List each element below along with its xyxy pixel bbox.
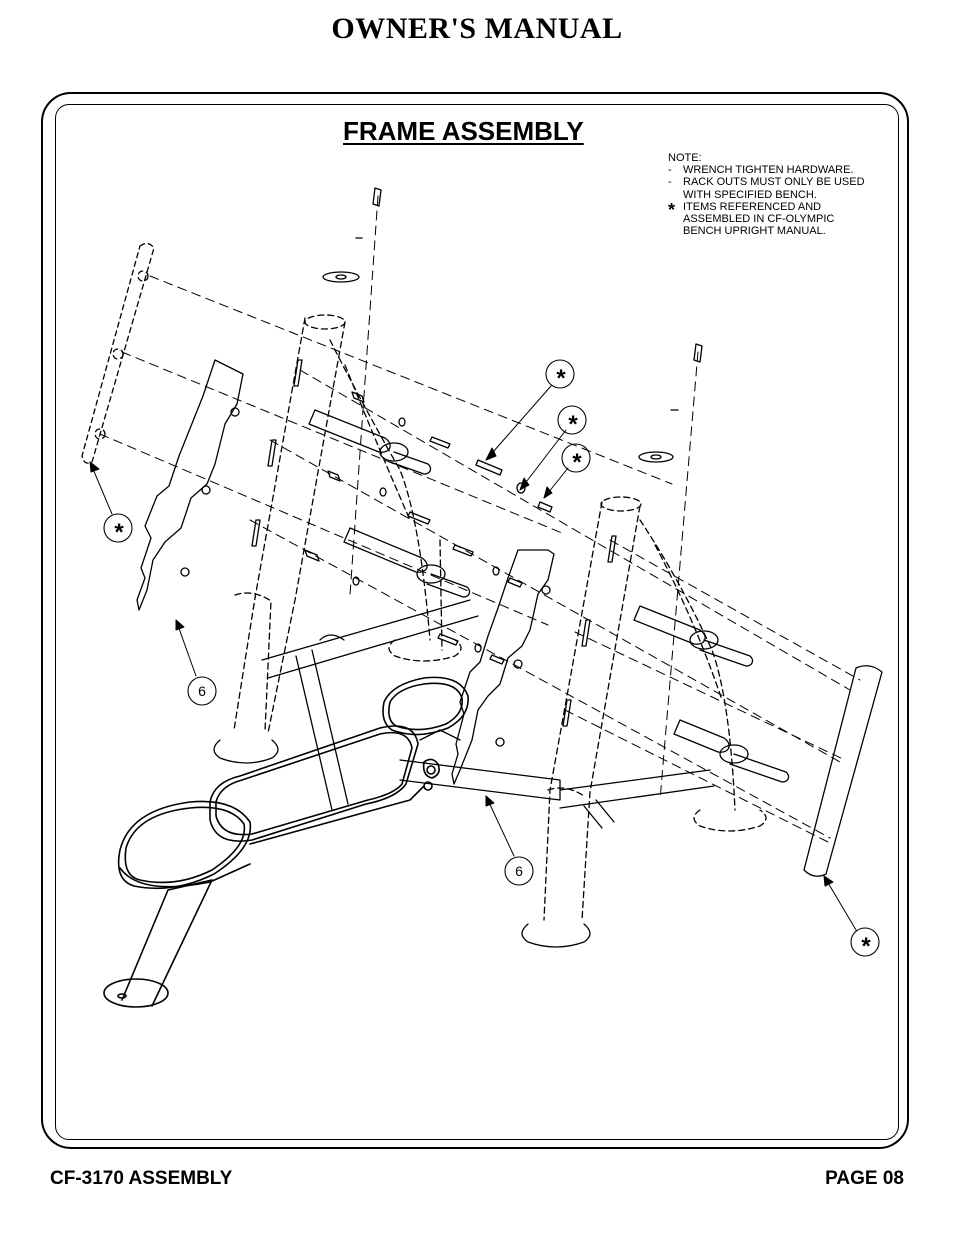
right-upright xyxy=(543,496,767,921)
base-frame xyxy=(261,599,715,829)
callout-star: * xyxy=(114,519,124,546)
callout-star: * xyxy=(556,365,566,392)
page-frame-outer xyxy=(41,92,909,1149)
note-bullet: - xyxy=(668,176,672,189)
right-rack-out-plate xyxy=(451,549,555,785)
bench xyxy=(103,676,469,1008)
callout-part-6: 6 xyxy=(198,683,206,699)
left-upright-foot xyxy=(213,739,279,764)
top-bolt-right xyxy=(638,343,703,463)
right-front-pad xyxy=(803,665,883,877)
callout-leaders xyxy=(89,385,857,931)
note-line: WITH SPECIFIED BENCH. xyxy=(683,188,817,201)
section-title: FRAME ASSEMBLY xyxy=(343,116,584,146)
note-asterisk: * xyxy=(668,199,676,220)
note-heading: NOTE: xyxy=(668,152,702,164)
left-weight-horns xyxy=(308,409,471,598)
assembly-note: NOTE: - WRENCH TIGHTEN HARDWARE. - RACK … xyxy=(668,152,865,237)
callout-star: * xyxy=(572,449,582,476)
mount-slots xyxy=(251,359,617,727)
document-title: OWNER'S MANUAL xyxy=(331,12,623,45)
rack-out-hole xyxy=(230,407,240,417)
note-line: RACK OUTS MUST ONLY BE USED xyxy=(683,176,865,189)
top-bolt-left xyxy=(322,187,382,283)
note-item: - WRENCH TIGHTEN HARDWARE. xyxy=(668,164,865,176)
note-item: * ITEMS REFERENCED AND xyxy=(668,199,865,220)
left-front-pad xyxy=(81,242,155,464)
note-line: WRENCH TIGHTEN HARDWARE. xyxy=(683,164,854,177)
rack-out-hole xyxy=(495,737,505,747)
left-rack-out-plate xyxy=(136,359,244,611)
rack-out-hole xyxy=(541,585,551,595)
note-line: BENCH UPRIGHT MANUAL. xyxy=(683,225,826,238)
note-item: - RACK OUTS MUST ONLY BE USED xyxy=(668,176,865,188)
callout-part-6: 6 xyxy=(515,863,523,879)
callout-star: * xyxy=(568,411,578,438)
rack-out-hole xyxy=(201,485,211,495)
footer-page-number: PAGE 08 xyxy=(825,1168,904,1189)
callout-circles xyxy=(103,359,880,957)
footer-model-assembly: CF-3170 ASSEMBLY xyxy=(50,1168,233,1189)
right-weight-horns xyxy=(633,605,790,783)
note-bullet: - xyxy=(668,164,672,177)
callout-star: * xyxy=(861,933,871,960)
hardware-bolts xyxy=(304,391,553,665)
page-frame-inner xyxy=(55,104,899,1140)
note-line: ASSEMBLED IN CF-OLYMPIC xyxy=(683,213,835,226)
rack-out-hole xyxy=(180,567,190,577)
assembly-guide-lines xyxy=(99,195,861,843)
right-upright-foot xyxy=(521,923,591,948)
rack-out-hole xyxy=(513,659,523,669)
note-line: ITEMS REFERENCED AND xyxy=(683,200,822,213)
